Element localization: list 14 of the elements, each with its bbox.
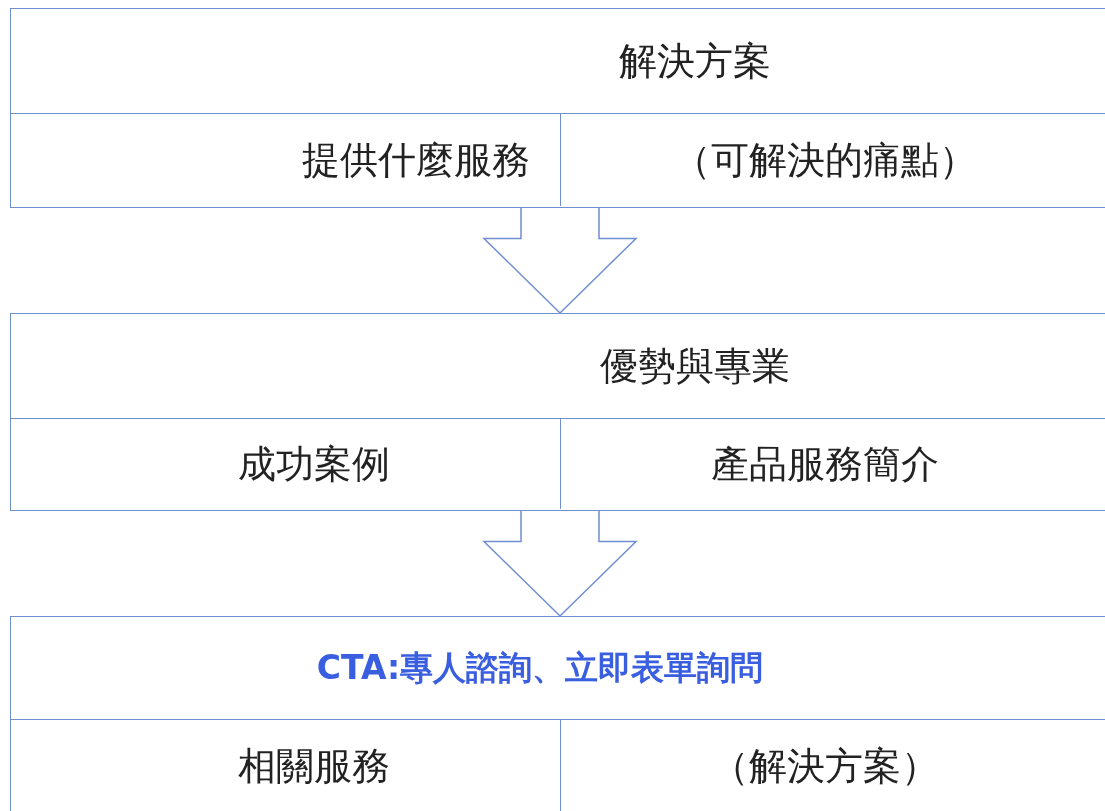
table-cell: （可解決的痛點） — [561, 114, 1105, 206]
table-frame — [10, 313, 1105, 511]
table-cell: 相關服務 — [11, 720, 561, 811]
table-cell: 產品服務簡介 — [561, 419, 1105, 509]
block-arrow — [482, 510, 638, 618]
table-cell: （解決方案） — [561, 720, 1105, 811]
table-frame — [10, 8, 1105, 208]
header-cell: CTA:專人諮詢、立即表單詢問 — [11, 617, 1105, 720]
table-cell: 成功案例 — [11, 419, 561, 509]
header-cell: 優勢與專業 — [11, 314, 1105, 419]
table-cell: 提供什麼服務 — [11, 114, 561, 206]
table-frame — [10, 616, 1105, 811]
block-arrow — [482, 207, 638, 315]
header-cell: 解決方案 — [11, 9, 1105, 114]
